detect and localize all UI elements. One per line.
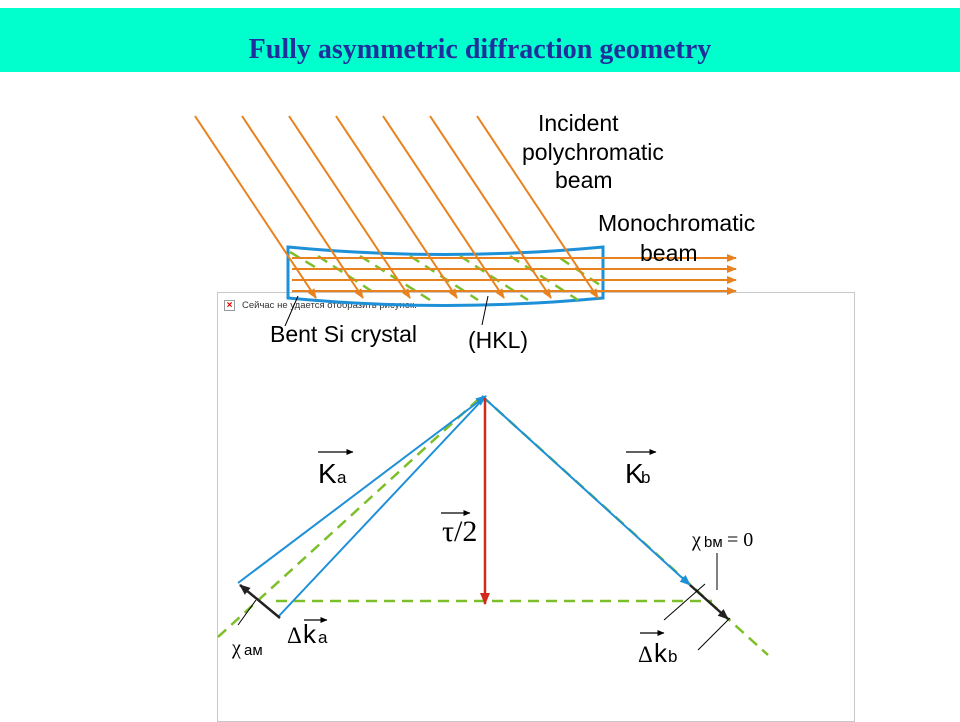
- label-chi-bm-val: = 0: [727, 529, 753, 551]
- incident-label-line2: polychromatic: [522, 139, 664, 165]
- hkl-leader-line: [481, 295, 489, 326]
- delta-kb-vector: [689, 584, 729, 620]
- label-delta-kb: Δ k b: [638, 638, 677, 668]
- hkl-label: (HKL): [468, 327, 528, 353]
- crystal-leader-line: [284, 295, 299, 327]
- incident-label-line3: beam: [555, 167, 613, 193]
- incident-label-line1: Incident: [538, 110, 619, 136]
- label-chi-bm: χ bм = 0: [691, 529, 753, 551]
- monochromatic-label-line1: Monochromatic: [598, 210, 755, 236]
- green-dashed-lines: [217, 395, 769, 656]
- title-bar: [0, 8, 960, 72]
- label-chi-bm-sub: bм: [704, 534, 723, 551]
- label-delta-ka-sub: a: [318, 628, 328, 647]
- broken-image-text: Сейчас не удается отобразить рисунок.: [242, 300, 417, 311]
- delta-ka-vector: [239, 584, 281, 619]
- label-kb-sub: b: [641, 468, 650, 487]
- label-ka: K a: [318, 458, 347, 489]
- crystal-label: Bent Si crystal: [270, 321, 417, 347]
- label-delta-ka-base: k: [303, 619, 317, 649]
- label-chi-bm-sym: χ: [691, 529, 701, 551]
- annotation-lines: [237, 553, 731, 651]
- label-kb-base: K: [625, 458, 644, 489]
- blue-vectors: [237, 395, 691, 618]
- broken-image-icon: ×: [224, 300, 235, 311]
- label-kb: K b: [625, 458, 650, 489]
- incident-beam: [194, 115, 599, 299]
- label-ka-base: K: [318, 458, 337, 489]
- label-delta-kb-sym: Δ: [638, 642, 653, 667]
- label-tau: τ/2: [442, 515, 477, 548]
- monochromatic-beam: [292, 254, 737, 295]
- label-chi-am-sub: aм: [244, 642, 263, 659]
- page-title: Fully asymmetric diffraction geometry: [248, 34, 712, 65]
- label-delta-kb-base: k: [654, 638, 668, 668]
- label-chi-am-sym: χ: [231, 637, 241, 659]
- label-chi-am: χ aм: [231, 637, 263, 659]
- label-delta-ka-sym: Δ: [287, 623, 302, 648]
- monochromatic-label-line2: beam: [640, 240, 698, 266]
- bent-crystal-outline: [286, 245, 605, 307]
- label-delta-kb-sub: b: [668, 647, 677, 666]
- label-delta-ka: Δ k a: [287, 619, 328, 649]
- label-ka-sub: a: [337, 468, 347, 487]
- vector-overbars: [304, 449, 665, 636]
